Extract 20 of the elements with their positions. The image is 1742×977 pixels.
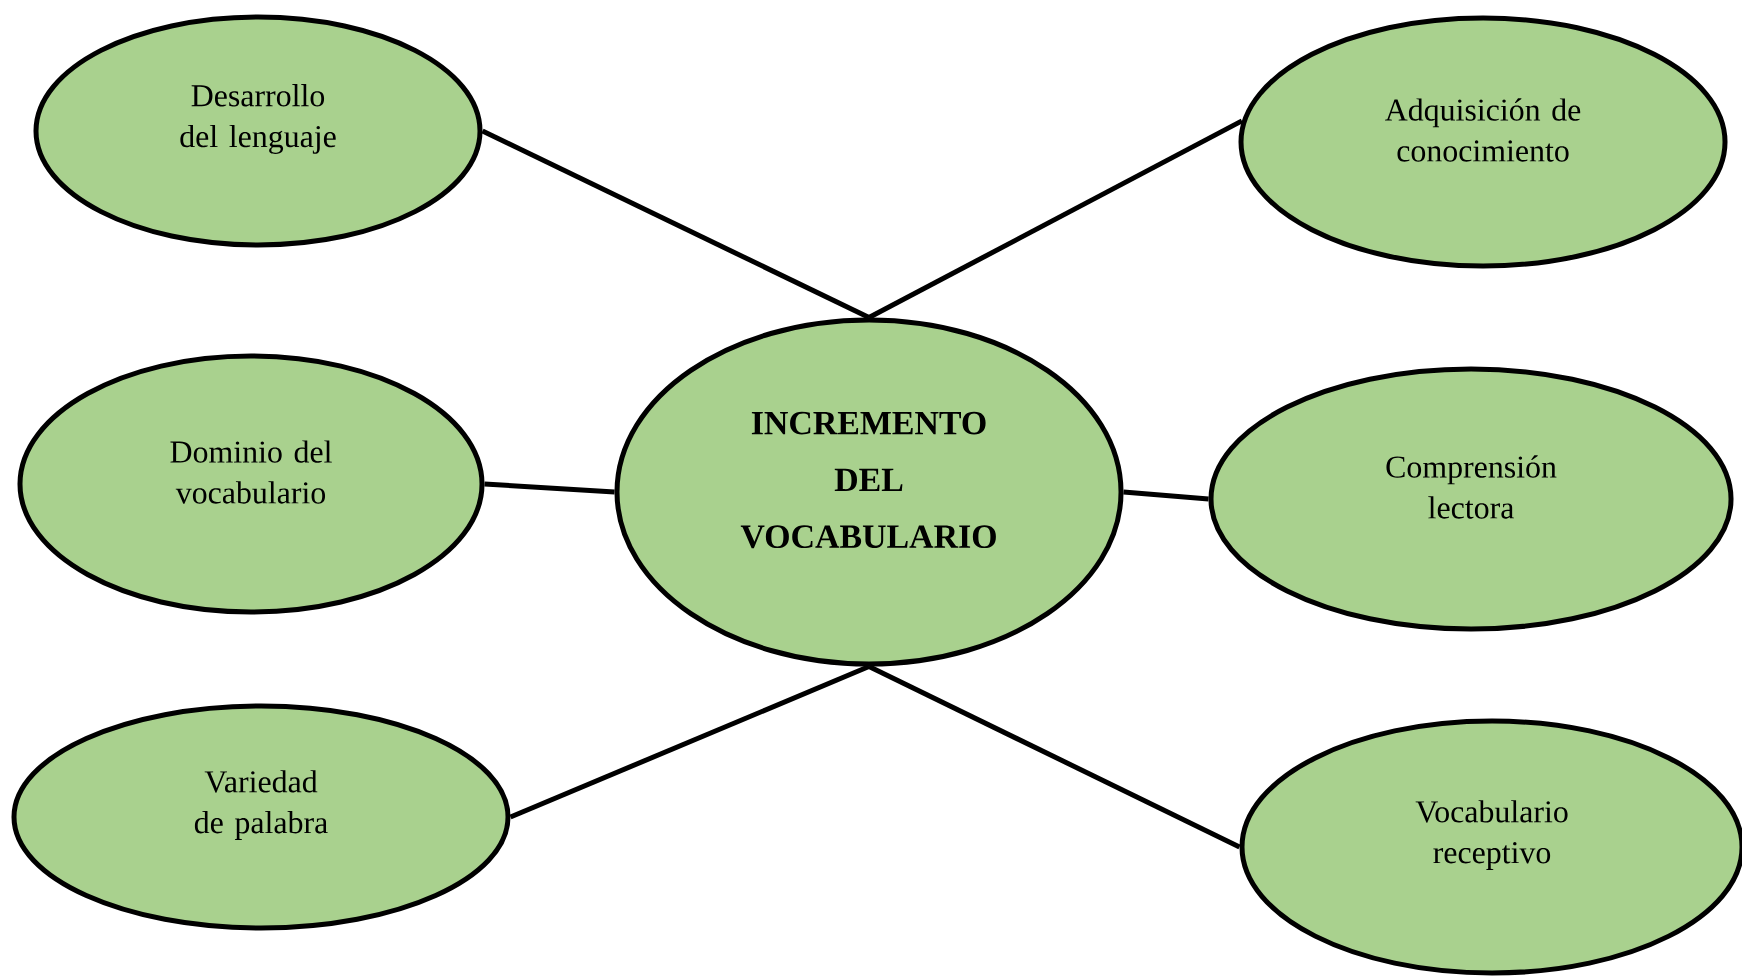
ellipse-node [1238,15,1728,269]
connector-line [867,664,1241,850]
node-label: Dominio del vocabulario [170,440,332,504]
ellipse-node [17,353,485,615]
node-label: Desarrollo del lenguaje [180,84,336,154]
node-label: Adquisición de conocimiento [1385,98,1581,162]
connector-line [484,481,615,495]
ellipse-node [11,703,511,931]
node-label: Variedad de palabra [194,770,328,840]
connector-line [481,128,871,320]
ellipse-node [33,14,483,248]
ellipse-node [614,317,1124,667]
node-label: INCREMENTO DEL VOCABULARIO [740,411,996,549]
ellipse-node [1208,366,1734,632]
ellipse-node [1239,718,1742,976]
connector-line [509,664,870,820]
connector-line [867,118,1244,320]
node-label: Comprensión lectora [1386,455,1557,519]
node-label: Vocabulario receptivo [1415,800,1568,870]
connector-line [1123,489,1209,502]
